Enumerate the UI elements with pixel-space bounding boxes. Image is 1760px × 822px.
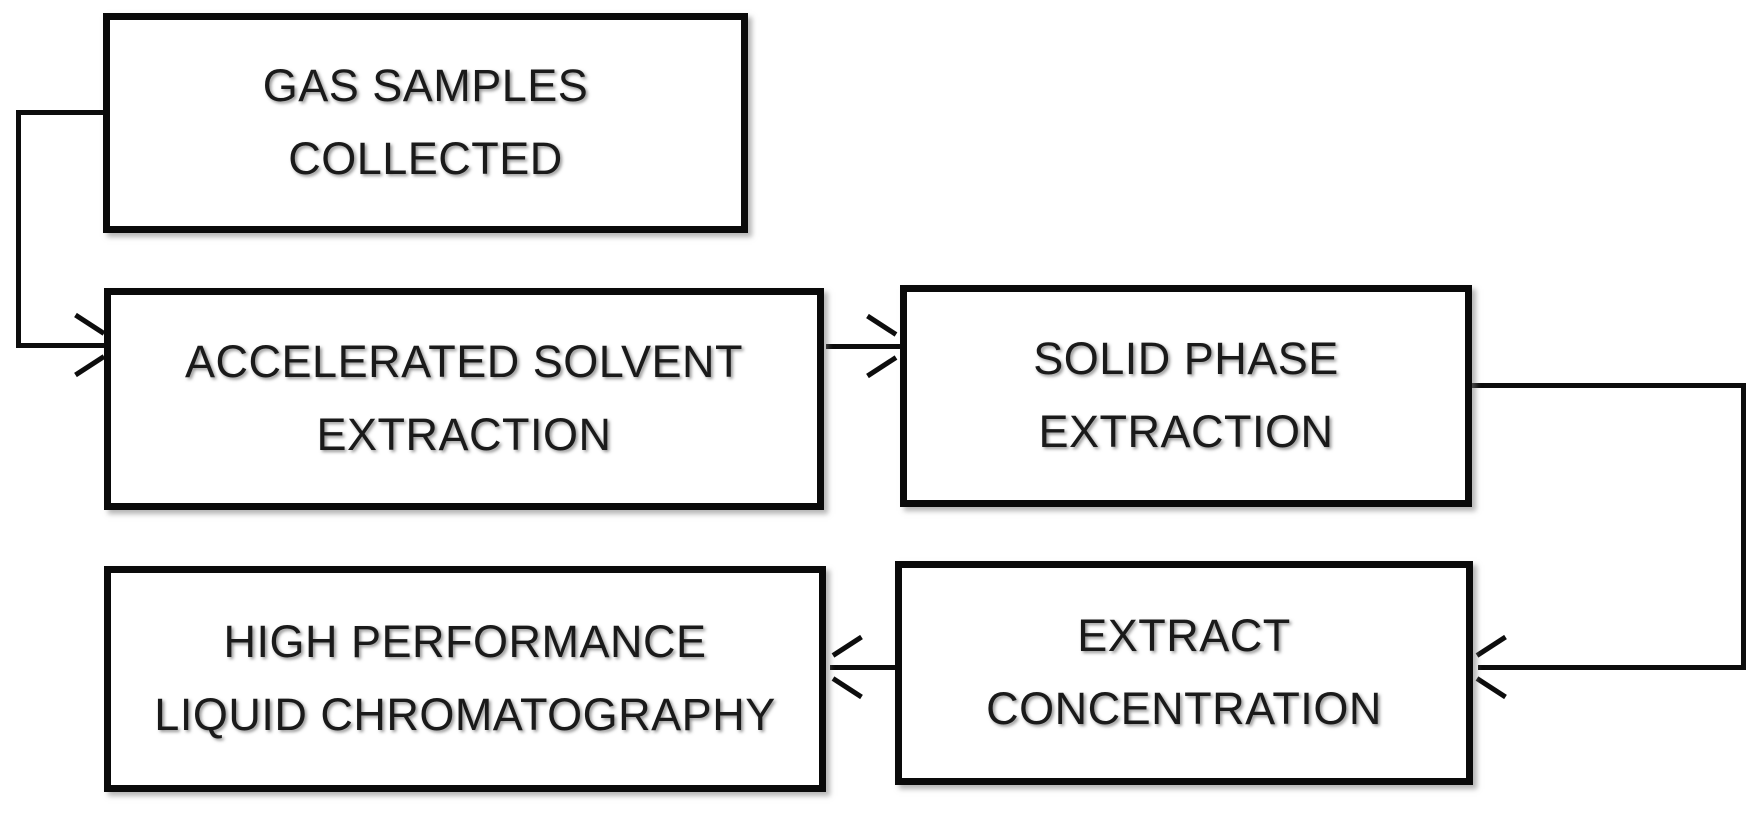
node-label-line-2: CONCENTRATION: [986, 683, 1382, 734]
node-extract-concentration[interactable]: EXTRACT CONCENTRATION: [895, 561, 1473, 785]
node-solid-phase-extraction[interactable]: SOLID PHASE EXTRACTION: [900, 285, 1472, 507]
node-label-line-2: LIQUID CHROMATOGRAPHY: [154, 689, 776, 740]
connector-spe-to-extract-segment-top: [1468, 383, 1746, 388]
node-gas-samples-collected[interactable]: GAS SAMPLES COLLECTED: [103, 13, 748, 233]
arrowhead-into-solid-phase-extraction: [858, 313, 904, 379]
node-label-line-2: EXTRACTION: [316, 409, 612, 460]
node-label-line-1: SOLID PHASE: [1033, 333, 1339, 385]
node-label-line-1: ACCELERATED SOLVENT: [185, 336, 743, 388]
arrowhead-into-extract-concentration: [1473, 634, 1519, 700]
node-label-line-2: COLLECTED: [288, 133, 563, 184]
node-label-line-2: EXTRACTION: [1038, 406, 1334, 457]
node-label-line-1: EXTRACT: [1077, 610, 1291, 662]
connector-gas-to-ase-segment-top: [16, 110, 111, 115]
connector-spe-to-extract-segment-bottom: [1478, 665, 1746, 670]
node-label-line-1: GAS SAMPLES: [262, 60, 589, 112]
node-accelerated-solvent-extraction[interactable]: ACCELERATED SOLVENT EXTRACTION: [104, 288, 824, 510]
node-label-line-1: HIGH PERFORMANCE: [223, 616, 707, 668]
connector-ase-to-spe-segment: [826, 344, 904, 349]
node-high-performance-liquid-chromatography[interactable]: HIGH PERFORMANCE LIQUID CHROMATOGRAPHY: [104, 566, 826, 792]
connector-gas-to-ase-segment-bottom: [16, 343, 108, 348]
connector-gas-to-ase-segment-vertical: [16, 110, 21, 348]
connector-extract-to-hplc-segment: [830, 665, 900, 670]
arrowhead-into-high-performance-liquid-chromatography: [829, 634, 875, 700]
connector-spe-to-extract-segment-vertical: [1741, 383, 1746, 668]
